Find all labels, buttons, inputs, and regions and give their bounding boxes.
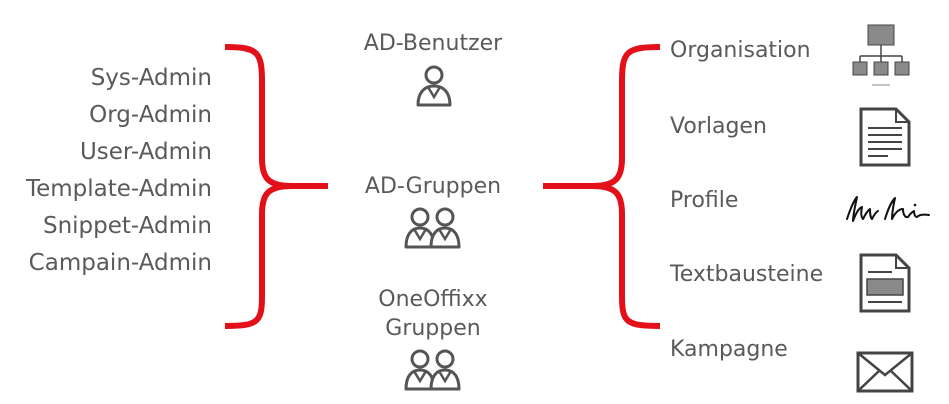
role-campain-admin: Campain-Admin [28, 250, 212, 276]
text-block-document-icon [859, 253, 911, 313]
role-org-admin: Org-Admin [89, 102, 212, 128]
target-profile: Profile [670, 188, 739, 213]
document-icon [859, 107, 911, 167]
oneoffixx-label-line2: Gruppen [385, 316, 481, 341]
envelope-icon [856, 351, 914, 393]
role-sys-admin: Sys-Admin [90, 65, 212, 91]
role-user-admin: User-Admin [79, 139, 212, 165]
target-organisation: Organisation [670, 38, 811, 63]
target-textbausteine: Textbausteine [670, 262, 824, 287]
user-group-icon [404, 207, 461, 249]
target-kampagne: Kampagne [670, 337, 788, 362]
role-template-admin: Template-Admin [25, 176, 212, 202]
right-bracket [543, 44, 661, 329]
left-bracket [224, 44, 328, 329]
ad-users-label: AD-Benutzer [363, 31, 503, 56]
target-vorlagen: Vorlagen [670, 114, 767, 139]
user-icon [416, 65, 452, 107]
signature-icon [846, 196, 930, 222]
org-chart-icon [852, 24, 910, 86]
role-snippet-admin: Snippet-Admin [42, 213, 212, 239]
ad-groups-label: AD-Gruppen [364, 174, 502, 199]
oneoffixx-label-line1: OneOffixx [378, 287, 488, 312]
user-group-icon [404, 349, 461, 391]
